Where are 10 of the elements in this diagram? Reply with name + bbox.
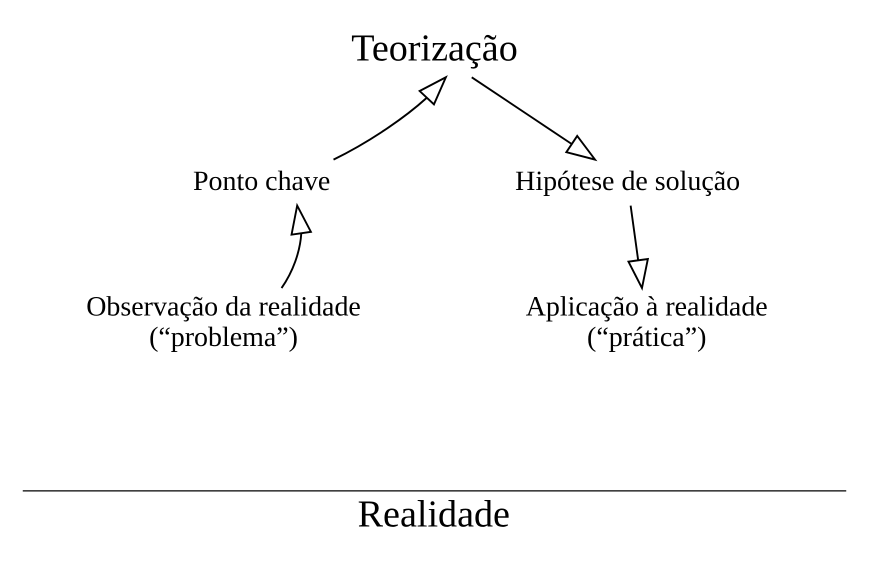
node-text: Ponto chave <box>193 166 330 197</box>
arrow <box>333 75 448 160</box>
label: Realidade <box>358 493 510 536</box>
node-text: Observação da realidade (“problema”) <box>86 292 361 354</box>
arrow <box>627 205 650 291</box>
node-text: Aplicação à realidade (“prática”) <box>526 292 768 354</box>
node-text: Teorização <box>351 28 518 70</box>
arrow <box>280 202 312 289</box>
node-text: Hipótese de solução <box>515 166 740 197</box>
arrow <box>471 76 598 162</box>
